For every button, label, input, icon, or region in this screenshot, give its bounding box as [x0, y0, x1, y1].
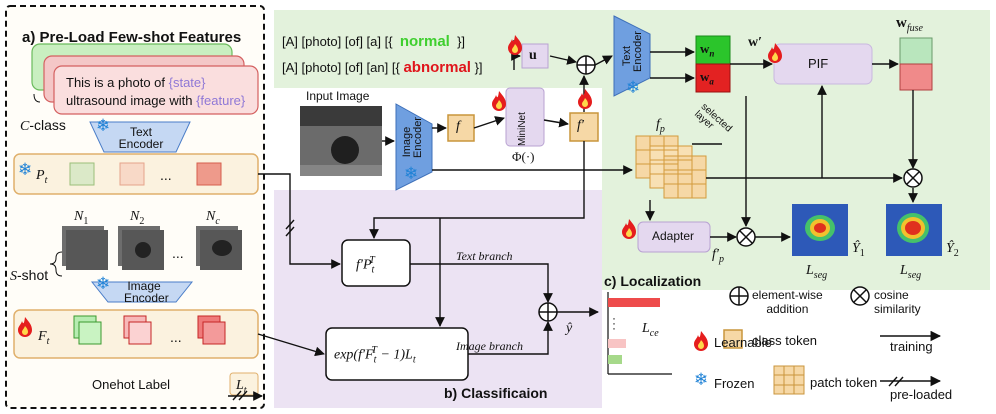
ft-ellipsis: ... [170, 329, 182, 345]
input-image-label: Input Image [306, 89, 370, 103]
snowflake-icon: ❄ [96, 116, 111, 136]
n2-label: N2 [130, 209, 145, 227]
lce-dots: ··· [612, 311, 616, 335]
flame-icon [694, 331, 708, 351]
y1-label: Ŷ1 [852, 241, 865, 259]
flame-icon [578, 89, 592, 109]
text-encoder-label: Text Encoder [621, 31, 644, 72]
flame-icon [492, 91, 506, 111]
legend-cosine-label: cosine similarity [874, 288, 921, 316]
text-branch-label: Text branch [456, 249, 513, 263]
adapter-label: Adapter [652, 229, 695, 243]
mininet-label: MiniNet [517, 112, 528, 146]
y-hat-label: ŷ [566, 321, 573, 336]
phi-label: Φ(·) [512, 149, 535, 164]
snowflake-icon: ❄ [694, 370, 709, 390]
classification-title: b) Classificaion [444, 385, 548, 401]
legend-learnable-label: Learnable [714, 335, 772, 350]
wa-label: wa [700, 69, 714, 87]
preload-image-encoder-label: Image Encoder [124, 279, 169, 305]
fp-label: fp [656, 117, 665, 135]
lseg1-label: Lseg [806, 263, 828, 281]
normal-prompt: [A] [photo] [of] [a] [{ normal }] [282, 33, 466, 50]
state-placeholder: {state} [168, 75, 206, 90]
fp-prime-label: f′p [712, 247, 724, 265]
legend-class-token-label: class token [752, 333, 818, 348]
prompt-card-text: This is a photo of {state} ultrasound im… [66, 75, 246, 108]
lt-label: Lt [236, 378, 247, 396]
snowflake-icon: ❄ [404, 164, 419, 184]
s-shot-label: S-shot [10, 267, 49, 284]
abnormal-prompt: [A] [photo] [of] [an] [{ abnormal }] [282, 59, 483, 76]
legend-preloaded-label: pre-loaded [890, 387, 953, 402]
snowflake-icon: ❄ [96, 274, 111, 294]
legend-patch-token-label: patch token [810, 375, 878, 390]
w-prime-label: w′ [748, 35, 763, 50]
abnormal-word: abnormal [403, 59, 471, 76]
localization-title: c) Localization [604, 273, 702, 289]
c-class-label: C-class [20, 117, 66, 134]
y2-label: Ŷ2 [946, 241, 959, 259]
w-fuse-label: wfuse [896, 15, 923, 34]
onehot-label: Onehot Label [92, 377, 171, 392]
legend-frozen-label: Frozen [714, 376, 755, 391]
lce-label: Lce [642, 321, 659, 339]
flame-icon [768, 43, 782, 63]
u-label: u [529, 48, 537, 63]
image-branch-formula: exp(f′FtT − 1)Lt [334, 345, 416, 366]
f-label: f [456, 119, 460, 134]
f-prime-label: f′ [577, 118, 584, 133]
flame-icon [508, 35, 522, 55]
normal-word: normal [399, 33, 450, 50]
pif-label: PIF [808, 56, 829, 71]
image-branch-label: Image branch [456, 339, 523, 353]
lseg2-label: Lseg [900, 263, 922, 281]
preload-title: a) Pre-Load Few-shot Features [22, 29, 242, 46]
ft-label: Ft [38, 329, 50, 347]
flame-icon [18, 317, 32, 337]
nc-label: Nc [206, 209, 220, 227]
n1-label: N1 [74, 209, 89, 227]
text-branch-formula: f′PtT [356, 255, 375, 276]
image-encoder-label: Image Encoder [401, 117, 424, 158]
preload-text-encoder-label: Text Encoder [118, 125, 164, 151]
flame-icon [622, 219, 636, 239]
prompt-card-abnormal [53, 65, 259, 115]
snowflake-icon: ❄ [626, 78, 641, 98]
snowflake-icon: ❄ [18, 160, 33, 180]
pt-ellipsis: ... [160, 167, 172, 183]
pt-label: Pt [36, 168, 48, 186]
legend-elementwise-label: element-wise addition [752, 288, 823, 316]
feature-placeholder: {feature} [196, 93, 246, 108]
legend-training-label: training [890, 339, 933, 354]
shot-ellipsis: ... [172, 245, 184, 261]
wn-label: wn [700, 41, 715, 59]
